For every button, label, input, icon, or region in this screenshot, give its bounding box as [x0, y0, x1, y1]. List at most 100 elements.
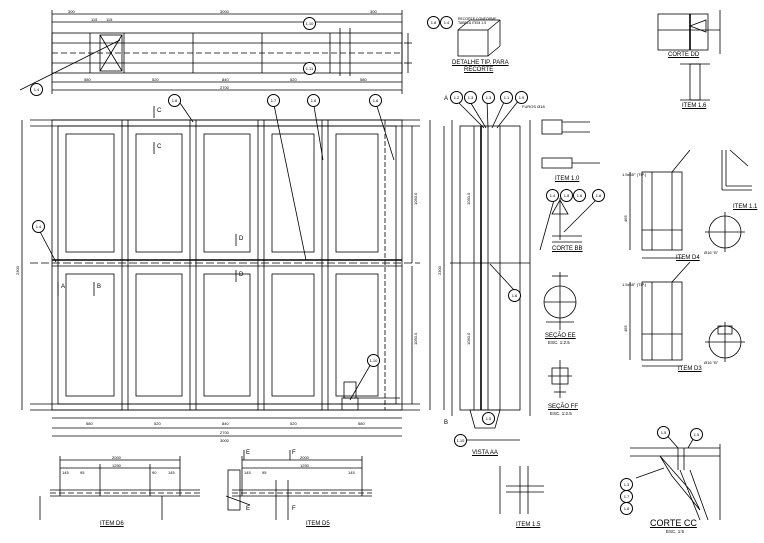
item-balloon-1-4: 1.4	[30, 83, 43, 96]
item-balloon-1-6: 1.6	[307, 94, 320, 107]
item-balloon-1-8: 1.8	[560, 189, 573, 202]
dim-d5-a: 145	[244, 470, 251, 475]
item-balloon-1-8: 1.8	[168, 94, 181, 107]
section-mark-d: D	[239, 272, 244, 278]
section-mark-e: E	[246, 450, 251, 456]
corte-bb-view	[539, 198, 597, 251]
detalhe-title-line2: RECORTE	[464, 67, 494, 73]
section-arrows	[57, 106, 237, 296]
corte-bb-title: CORTE BB	[552, 246, 583, 252]
pitch-note: FUROS Ø18	[522, 104, 545, 109]
item-balloon-1-5: 1.5	[482, 412, 495, 425]
dim-main-half1: 1050.0	[413, 192, 418, 205]
secao-ee-title: SEÇÃO EE	[545, 333, 576, 339]
item-d3-title: ITEM D3	[678, 366, 702, 372]
item-balloon-1-6: 1.6	[573, 189, 586, 202]
dim-d6-mid: 1250	[112, 463, 121, 468]
item-1-6-view	[680, 63, 710, 101]
dim-main-seg3: 840	[222, 421, 229, 426]
vista-aa-title: VISTA AA	[472, 450, 498, 456]
item-d6-title: ITEM D6	[100, 521, 124, 527]
dim-bot-seg2: 520	[152, 77, 159, 82]
top-strip-view	[19, 10, 412, 94]
item-balloon-1-6: 1.6	[508, 289, 521, 302]
item-balloon-1-10: 1.10	[367, 354, 380, 367]
dim-main-height: 2300	[15, 266, 20, 275]
secao-ff-scale: ESC. 1:2.5	[550, 411, 572, 416]
item-balloon-1-3: 1.3	[482, 91, 495, 104]
item-balloon-1-4: 1.4	[546, 189, 559, 202]
item-balloon-1-11: 1.11	[303, 62, 316, 75]
dim-vista-height: 2300	[437, 266, 442, 275]
section-mark-f: F	[292, 450, 296, 456]
weld-note-d4: 1.5x45° (TIP.)	[622, 172, 647, 177]
dim-top-overall: 2700	[220, 85, 229, 90]
item-balloon-1-4: 1.4	[440, 16, 453, 29]
secao-ee-scale: ESC. 1:2.5	[548, 340, 570, 345]
detalhe-title-line1: DETALHE TIP. PARA	[452, 60, 509, 66]
item-balloon-1-5: 1.5	[690, 428, 703, 441]
section-mark-f: F	[292, 506, 296, 512]
item-balloon-1-5: 1.5	[657, 426, 670, 439]
item-1-6-title: ITEM 1.6	[682, 103, 707, 109]
dim-bot-seg3: 840	[222, 77, 229, 82]
dim-bot-seg4: 520	[290, 77, 297, 82]
item-balloon-1-4: 1.4	[32, 220, 45, 233]
dim-main-seg1: 580	[86, 421, 93, 426]
dim-d6-total: 2000	[112, 455, 121, 460]
item-d5-view	[225, 450, 372, 520]
detalhe-note: RECORTE CONFORME TABELA ITEM 1.5	[458, 17, 497, 25]
section-mark-e: E	[246, 506, 251, 512]
item-balloon-1-10: 1.10	[454, 434, 467, 447]
dim-d5-b: 95	[262, 470, 267, 475]
dim-main-seg2: 520	[154, 421, 161, 426]
item-1-0-view	[541, 119, 600, 169]
dim-d5-c: 145	[348, 470, 355, 475]
dim-d5-mid: 1250	[300, 463, 309, 468]
dim-top-seg1: 300	[68, 9, 75, 14]
dim-d4: 465	[623, 215, 628, 222]
section-mark-d: D	[239, 236, 244, 242]
dim-d3: 465	[623, 325, 628, 332]
item-balloon-1-9: 1.9	[515, 91, 528, 104]
item-balloon-1-3: 1.3	[620, 478, 633, 491]
corte-cc-scale: ESC. 1:5	[666, 529, 685, 534]
item-1-5-title: ITEM 1.5	[516, 522, 541, 528]
item-balloon-1-2: 1.2	[450, 91, 463, 104]
item-balloon-1-1: 1.1	[500, 91, 513, 104]
corte-dd-title: CORTE DD	[668, 52, 700, 58]
vista-aa-view	[443, 99, 531, 441]
stud-note-d4: Ø16 "B"	[704, 250, 719, 255]
item-balloon-1-6: 1.6	[369, 94, 382, 107]
section-mark-a: A	[444, 96, 449, 102]
item-1-1-title: ITEM 1.1	[733, 204, 758, 210]
item-1-1-view	[721, 149, 752, 191]
dim-top-b: 115	[106, 17, 113, 22]
item-balloon-1-3: 1.3	[464, 91, 477, 104]
stud-note-d3: Ø16 "B"	[704, 360, 719, 365]
item-1-5-view	[499, 466, 544, 514]
dim-main-half2: 1050.0	[413, 332, 418, 345]
detalhe-tip-view	[457, 19, 501, 57]
dim-vista-half1: 1050.0	[466, 192, 471, 205]
dim-d6-d: 145	[168, 470, 175, 475]
dim-bot-seg1: 580	[84, 77, 91, 82]
item-d4-title: ITEM D4	[676, 255, 700, 261]
item-balloon-1-8: 1.8	[427, 16, 440, 29]
item-d6-view	[39, 456, 200, 520]
corte-cc-title: CORTE CC	[650, 518, 697, 528]
item-balloon-1-8: 1.8	[592, 189, 605, 202]
section-mark-c: C	[157, 108, 162, 114]
item-balloon-1-6: 1.6	[620, 502, 633, 515]
dim-d6-a: 145	[62, 470, 69, 475]
section-mark-b: B	[444, 420, 449, 426]
section-mark-a: A	[61, 284, 66, 290]
dim-main-seg4: 520	[290, 421, 297, 426]
secao-ee-view	[543, 272, 577, 330]
section-mark-b: B	[97, 284, 102, 290]
dim-d6-c: 90	[152, 470, 157, 475]
dim-main-overall: 2700	[220, 430, 229, 435]
section-mark-c: C	[157, 144, 162, 150]
item-balloon-1-10: 1.10	[303, 17, 316, 30]
